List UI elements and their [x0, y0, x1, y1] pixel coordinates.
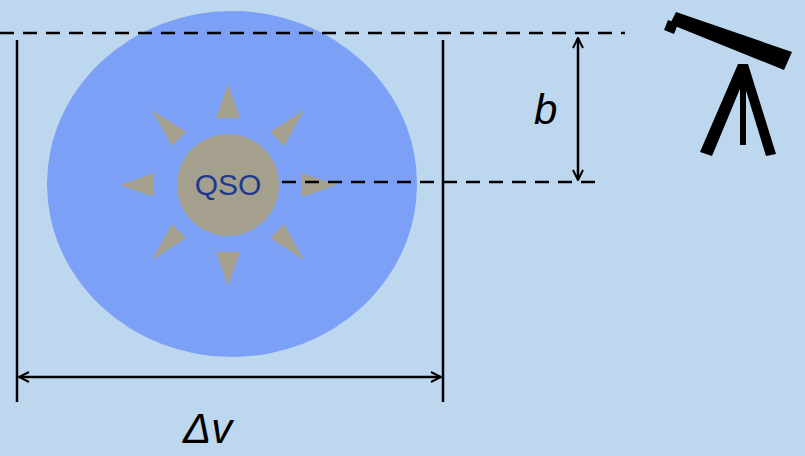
telescope-icon	[664, 12, 792, 156]
gas-halo	[47, 11, 417, 357]
sightline-dashed	[0, 32, 625, 35]
dimension-label: b	[534, 89, 557, 131]
impact-arrow	[577, 38, 580, 180]
extent-line	[442, 40, 445, 402]
node-label: QSO	[195, 168, 262, 202]
extent-line	[16, 40, 19, 402]
dimension-label: Δv	[183, 408, 232, 450]
width-arrow	[19, 376, 441, 379]
sun-rays	[120, 84, 336, 286]
quasar-disk: QSO	[177, 134, 279, 236]
